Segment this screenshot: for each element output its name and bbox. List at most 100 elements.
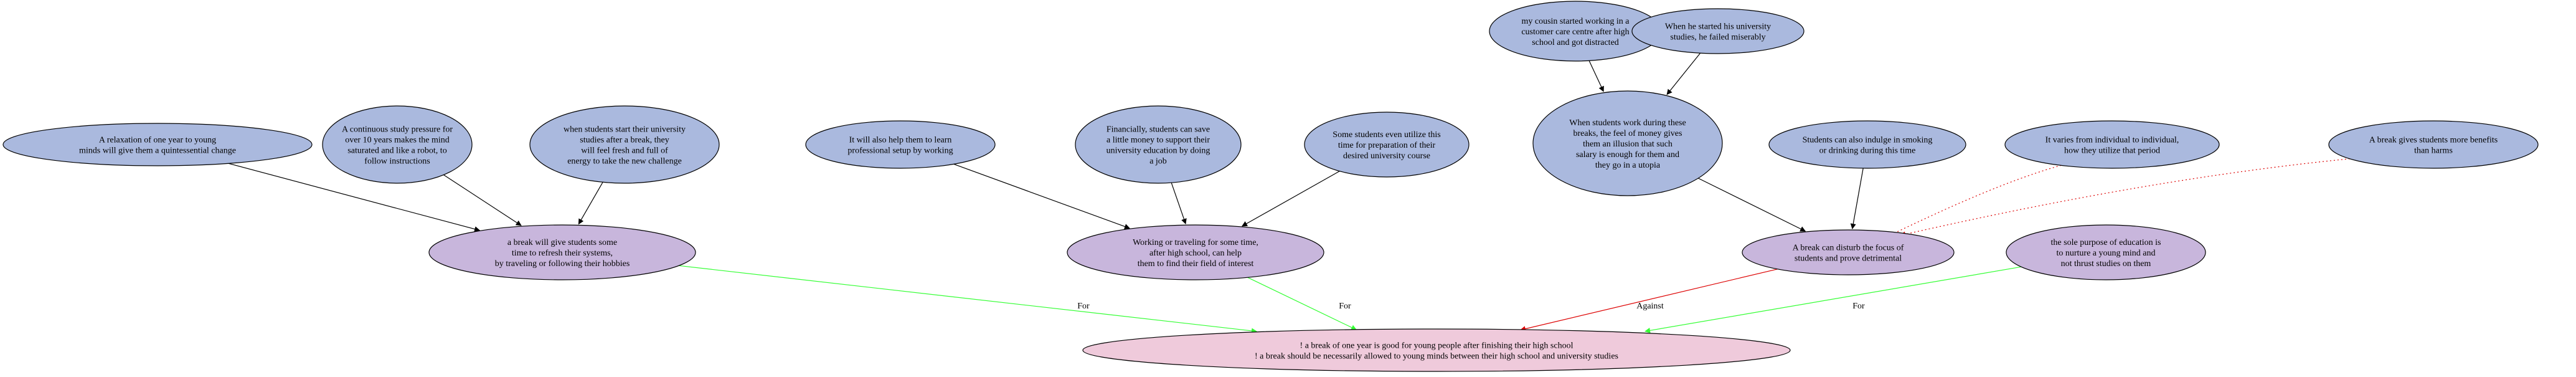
premise-node: A break gives students more benefitsthan… bbox=[2328, 120, 2539, 169]
premise-ellipse bbox=[1768, 120, 1966, 169]
node-text-line: to nurture a young mind and bbox=[2056, 249, 2155, 258]
edge-c4-to-m bbox=[1644, 266, 2022, 333]
claim-ellipse bbox=[2006, 224, 2206, 280]
node-text-line: professional setup by working bbox=[847, 146, 953, 156]
edge-n11-to-c3 bbox=[1887, 165, 2062, 237]
premise-ellipse bbox=[2, 123, 313, 166]
edge-label-against: Against bbox=[1636, 302, 1664, 311]
node-text-line: will feel fresh and full of bbox=[581, 146, 668, 156]
premise-node: It will also help them to learnprofessio… bbox=[805, 120, 996, 169]
node-text-line: A break can disturb the focus of bbox=[1793, 244, 1904, 253]
node-text-line: than harms bbox=[2414, 146, 2453, 156]
node-text-line: A continuous study pressure for bbox=[342, 125, 453, 135]
node-text-line: follow instructions bbox=[364, 157, 430, 166]
node-text-line: students and prove detrimental bbox=[1795, 254, 1902, 264]
conclusion-ellipse bbox=[1082, 328, 1791, 372]
node-text-line: a break will give students some bbox=[507, 238, 617, 247]
node-text-line: over 10 years makes the mind bbox=[345, 136, 450, 145]
node-text-line: When students work during these bbox=[1569, 118, 1686, 128]
node-text-line: saturated and like a robot, to bbox=[347, 146, 446, 156]
node-text-line: or drinking during this time bbox=[1819, 146, 1916, 156]
node-text-line: A break gives students more benefits bbox=[2369, 136, 2498, 145]
node-text-line: my cousin started working in a bbox=[1521, 17, 1630, 26]
edge-n8-to-n9 bbox=[1666, 52, 1701, 95]
node-text-line: how they utilize that period bbox=[2064, 146, 2160, 156]
premise-ellipse bbox=[1532, 90, 1723, 196]
edge-n7-to-n9 bbox=[1588, 60, 1604, 92]
node-text-line: Students can also indulge in smoking bbox=[1803, 136, 1933, 145]
edge-n5-to-c2 bbox=[1171, 183, 1187, 225]
premise-node: It varies from individual to individual,… bbox=[2004, 120, 2220, 169]
node-text-line: minds will give them a quintessential ch… bbox=[79, 146, 236, 156]
node-text-line: the sole purpose of education is bbox=[2051, 238, 2161, 247]
edge-n2-to-c1 bbox=[443, 174, 522, 226]
node-text-line: salary is enough for them and bbox=[1576, 150, 1679, 160]
node-text-line: Some students even utilize this bbox=[1333, 130, 1440, 140]
premise-ellipse bbox=[322, 105, 473, 184]
node-text-line: after high school, can help bbox=[1149, 249, 1242, 258]
premise-ellipse bbox=[2004, 120, 2220, 169]
premise-ellipse bbox=[1075, 105, 1242, 184]
node-text-line: breaks, the feel of money gives bbox=[1573, 129, 1682, 138]
premise-ellipse bbox=[805, 120, 996, 169]
claim-ellipse bbox=[428, 224, 696, 280]
node-text-line: by traveling or following their hobbies bbox=[495, 259, 630, 269]
node-text-line: time for preparation of their bbox=[1338, 141, 1436, 150]
node-text-line: energy to take the new challenge bbox=[567, 157, 682, 166]
edge-n6-to-c2 bbox=[1242, 171, 1340, 227]
edge-label-for: For bbox=[1339, 302, 1351, 311]
edge-n9-to-c3 bbox=[1698, 178, 1806, 232]
edge-label-for: For bbox=[1077, 302, 1090, 311]
claim-node: Working or traveling for some time,after… bbox=[1067, 224, 1324, 280]
premise-ellipse bbox=[1304, 112, 1470, 178]
conclusion-node: ! a break of one year is good for young … bbox=[1082, 328, 1791, 372]
premise-ellipse bbox=[529, 105, 720, 184]
node-text-line: customer care centre after high bbox=[1521, 27, 1629, 37]
edge-n4-to-c2 bbox=[953, 163, 1130, 229]
node-text-line: a little money to support their bbox=[1106, 136, 1210, 145]
premise-node: when students start their universitystud… bbox=[529, 105, 720, 184]
node-text-line: school and got distracted bbox=[1532, 38, 1619, 47]
node-text-line: studies after a break, they bbox=[580, 136, 669, 145]
premise-ellipse bbox=[1631, 8, 1805, 54]
edge-c1-to-m bbox=[679, 265, 1257, 334]
edge-n1-to-c1 bbox=[228, 163, 481, 232]
edge-n3-to-c1 bbox=[578, 182, 603, 225]
node-text-line: When he started his university bbox=[1665, 22, 1771, 32]
edge-n12-to-c3 bbox=[1900, 158, 2350, 237]
edges-layer: For For Against For bbox=[228, 52, 2350, 334]
node-text-line: a job bbox=[1149, 157, 1167, 166]
claim-node: the sole purpose of education is to nurtu… bbox=[2006, 224, 2206, 280]
node-text-line: university education by doing bbox=[1106, 146, 1210, 156]
node-text-line: when students start their university bbox=[564, 125, 686, 135]
claim-node: A break can disturb the focus ofstudents… bbox=[1742, 229, 1955, 275]
node-text-line: Financially, students can save bbox=[1106, 125, 1210, 135]
node-text-line: ! a break of one year is good for young … bbox=[1300, 341, 1573, 351]
claim-node: a break will give students some time to r… bbox=[428, 224, 696, 280]
premise-ellipse bbox=[2328, 120, 2539, 169]
node-text-line: It varies from individual to individual, bbox=[2045, 136, 2179, 145]
node-text-line: time to refresh their systems, bbox=[512, 249, 613, 258]
node-text-line: ! a break should be necessarily allowed … bbox=[1255, 352, 1618, 361]
node-text-line: It will also help them to learn bbox=[849, 136, 952, 145]
edge-label-for: For bbox=[1852, 302, 1865, 311]
edge-n10-to-c3 bbox=[1850, 168, 1864, 229]
claim-ellipse bbox=[1067, 224, 1324, 280]
node-text-line: A relaxation of one year to young bbox=[99, 136, 216, 145]
edge-c2-to-m bbox=[1247, 277, 1357, 330]
node-text-line: studies, he failed miserably bbox=[1670, 33, 1765, 42]
claim-ellipse bbox=[1742, 229, 1955, 275]
node-text-line: desired university course bbox=[1343, 151, 1430, 161]
edge-c3-to-m bbox=[1520, 269, 1778, 332]
node-text-line: them to find their field of interest bbox=[1138, 259, 1254, 269]
node-text-line: them an illusion that such bbox=[1583, 140, 1673, 149]
